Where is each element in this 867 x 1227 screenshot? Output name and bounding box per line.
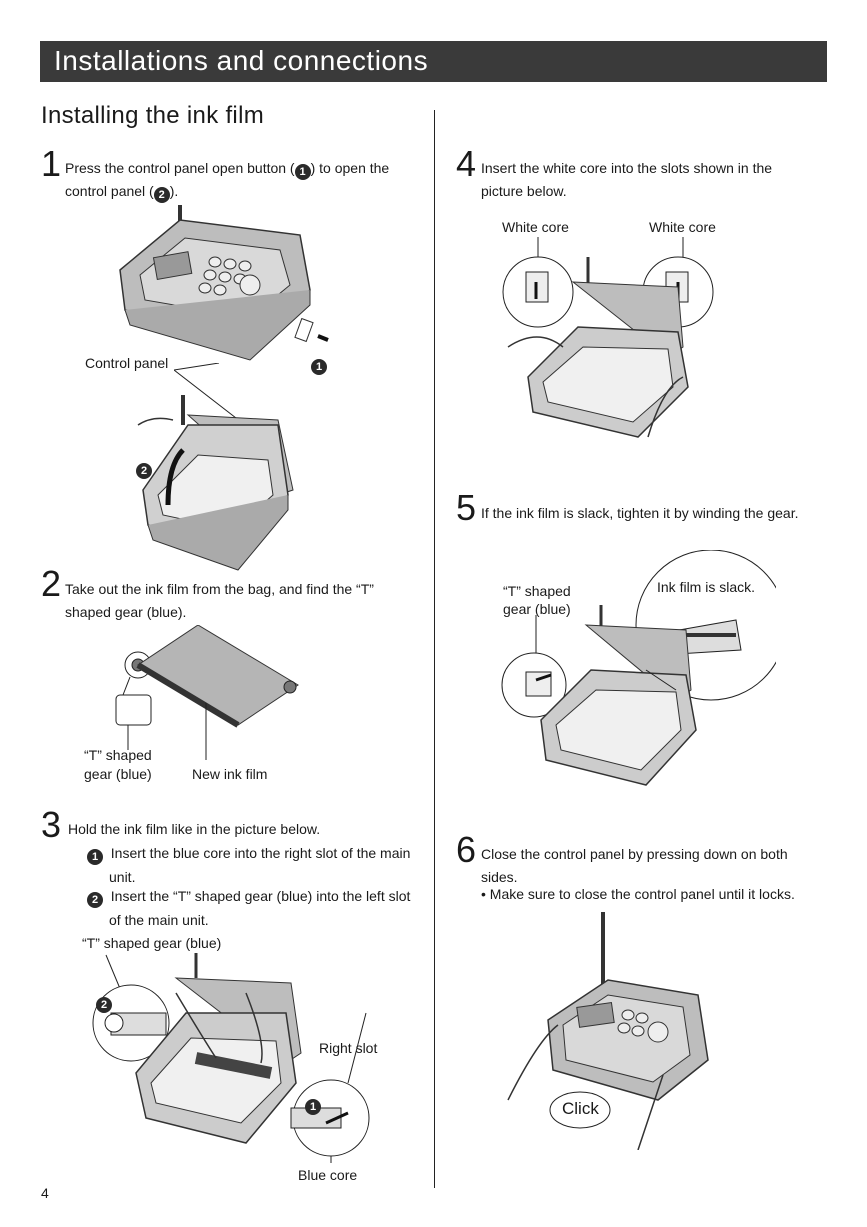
label-t-gear-line-2: gear (blue): [84, 766, 152, 782]
step-6-line-1: Close the control panel by pressing down…: [481, 846, 788, 862]
step-5-text: If the ink film is slack, tighten it by …: [481, 505, 799, 521]
step-1-number: 1: [41, 143, 62, 184]
label-t-gear-5-line-2: gear (blue): [503, 601, 571, 617]
step-4-number: 4: [456, 143, 477, 184]
section-banner: Installations and connections: [40, 41, 827, 82]
slack-ink-film-illustration: [496, 550, 776, 790]
label-blue-core: Blue core: [298, 1167, 358, 1183]
label-t-gear: “T” shaped gear (blue): [82, 935, 222, 951]
step-2-line-2: shaped gear (blue).: [65, 604, 187, 620]
label-control-panel: Control panel: [85, 355, 169, 371]
step-4-line-2: picture below.: [481, 183, 567, 199]
step-2-line-1: Take out the ink film from the bag, and …: [65, 581, 374, 597]
step-2-text: Take out the ink film from the bag, and …: [65, 578, 374, 624]
step-1-text-a: Press the control panel open button (: [65, 160, 295, 176]
callout-badge-1: 1: [294, 164, 311, 180]
sub-1-line-1: Insert the blue core into the right slot…: [110, 845, 411, 861]
label-click: Click: [562, 1099, 599, 1118]
step-6-number: 6: [456, 829, 477, 870]
step-1-text: Press the control panel open button (1) …: [65, 157, 389, 203]
step-4-text: Insert the white core into the slots sho…: [481, 157, 772, 203]
page-number: 4: [41, 1185, 49, 1201]
column-divider: [434, 110, 435, 1188]
label-t-gear-5-line-1: “T” shaped: [503, 583, 571, 599]
control-panel-leader-lines: [174, 363, 244, 423]
ink-film-roll-illustration: [108, 625, 308, 765]
hold-ink-film-illustration: [86, 953, 376, 1163]
label-ink-film-slack: Ink film is slack.: [657, 579, 756, 595]
step-5-number: 5: [456, 487, 477, 528]
label-t-gear-line-1: “T” shaped: [84, 747, 152, 763]
step-6-bullet: • Make sure to close the control panel u…: [481, 886, 795, 902]
sub-2-line-2: of the main unit.: [109, 912, 209, 928]
step-1-text-b: ) to open the: [310, 160, 390, 176]
step-6-text: Close the control panel by pressing down…: [481, 843, 788, 889]
label-white-core-right: White core: [649, 219, 716, 235]
step-3-number: 3: [41, 804, 62, 845]
step-2-number: 2: [41, 563, 62, 604]
page-title: Installing the ink film: [41, 102, 264, 129]
fax-machine-open-illustration: [128, 395, 298, 575]
label-white-core-left: White core: [502, 219, 569, 235]
step-1-text-d: ).: [169, 183, 179, 199]
sub-badge-1: 1: [87, 849, 103, 865]
sub-2-line-1: Insert the “T” shaped gear (blue) into t…: [110, 888, 411, 904]
sub-1-line-2: unit.: [109, 869, 136, 885]
callout-badge-2: 2: [153, 187, 170, 203]
close-control-panel-illustration: [498, 910, 723, 1150]
step-1-text-c: control panel (: [65, 183, 154, 199]
label-right-slot: Right slot: [319, 1040, 378, 1056]
callout-1-marker: 1: [311, 359, 327, 375]
step-6-line-2: sides.: [481, 869, 518, 885]
callout-2-marker: 2: [136, 463, 152, 479]
step-3-intro: Hold the ink film like in the picture be…: [68, 821, 321, 837]
insert-white-core-illustration: [498, 237, 718, 452]
callout-1-marker-step3: 1: [305, 1099, 321, 1115]
step-3-sub-1: 1 Insert the blue core into the right sl…: [87, 841, 410, 889]
label-new-ink-film: New ink film: [192, 766, 268, 782]
fax-machine-closed-illustration: [100, 200, 340, 370]
step-3-sub-2: 2 Insert the “T” shaped gear (blue) into…: [87, 884, 410, 932]
step-4-line-1: Insert the white core into the slots sho…: [481, 160, 773, 176]
callout-2-marker-step3: 2: [96, 997, 112, 1013]
banner-title: Installations and connections: [54, 45, 429, 76]
sub-badge-2: 2: [87, 892, 103, 908]
